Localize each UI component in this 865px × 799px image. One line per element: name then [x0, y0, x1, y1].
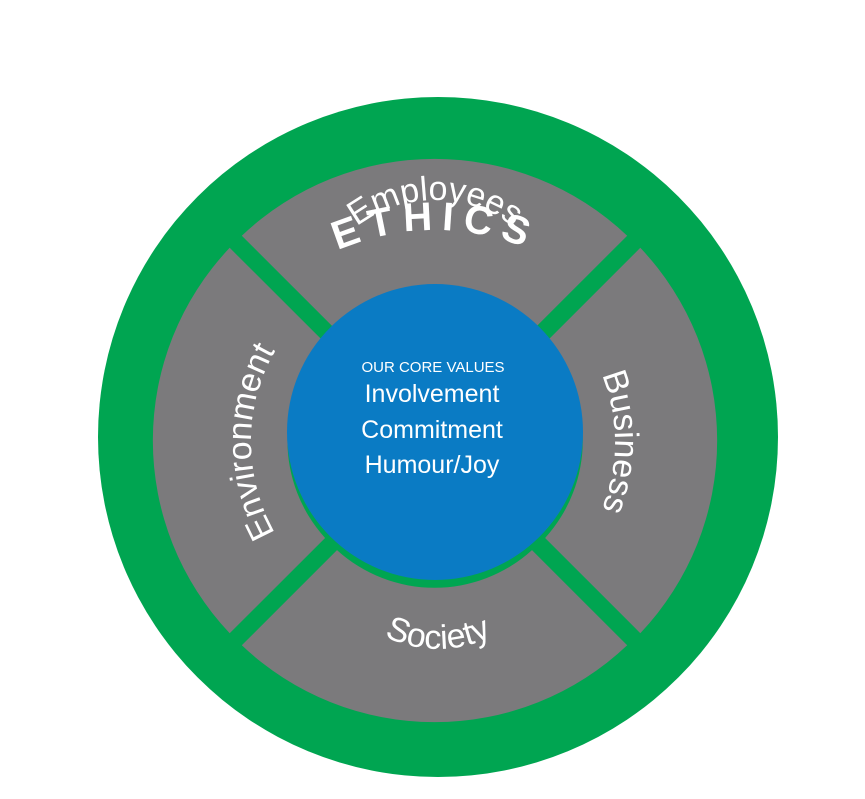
core-value-commitment: Commitment — [361, 416, 503, 444]
core-heading: OUR CORE VALUES — [361, 359, 504, 376]
sector-business — [545, 247, 718, 634]
sector-environment — [152, 247, 326, 634]
sector-employees — [241, 158, 628, 331]
sector-society — [241, 550, 628, 723]
core-value-involvement: Involvement — [365, 380, 500, 408]
sector-ring — [152, 158, 718, 723]
core-circle — [287, 284, 583, 580]
core-value-humour-joy: Humour/Joy — [365, 451, 500, 479]
